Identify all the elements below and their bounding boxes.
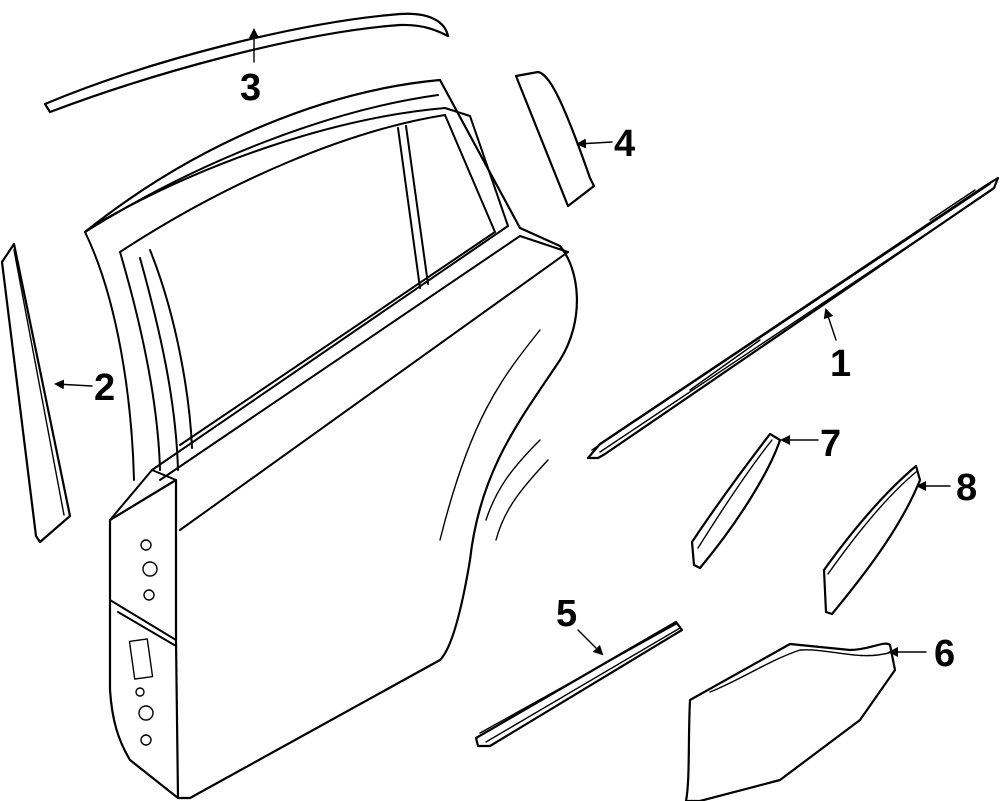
callout-4: 4 <box>614 123 635 165</box>
callout-5: 5 <box>556 593 577 635</box>
rear-pillar-applique <box>514 70 596 208</box>
wheel-opening-molding-upper <box>690 432 782 570</box>
callout-7: 7 <box>820 423 841 465</box>
front-pillar-applique <box>0 242 72 544</box>
callout-1: 1 <box>830 343 851 385</box>
belt-molding-outer <box>586 176 1000 460</box>
lower-rear-molding <box>684 642 897 801</box>
rear-door-shell <box>83 78 578 800</box>
callout-leaders <box>54 28 951 657</box>
callout-2: 2 <box>94 367 115 409</box>
callout-8: 8 <box>956 467 977 509</box>
callout-6: 6 <box>934 633 955 675</box>
callout-3: 3 <box>240 67 261 109</box>
callout-labels: 3 4 2 1 7 8 5 6 <box>94 67 977 675</box>
wheel-opening-molding-lower <box>822 464 922 616</box>
roof-drip-molding <box>43 12 450 114</box>
lower-side-molding <box>474 620 684 748</box>
